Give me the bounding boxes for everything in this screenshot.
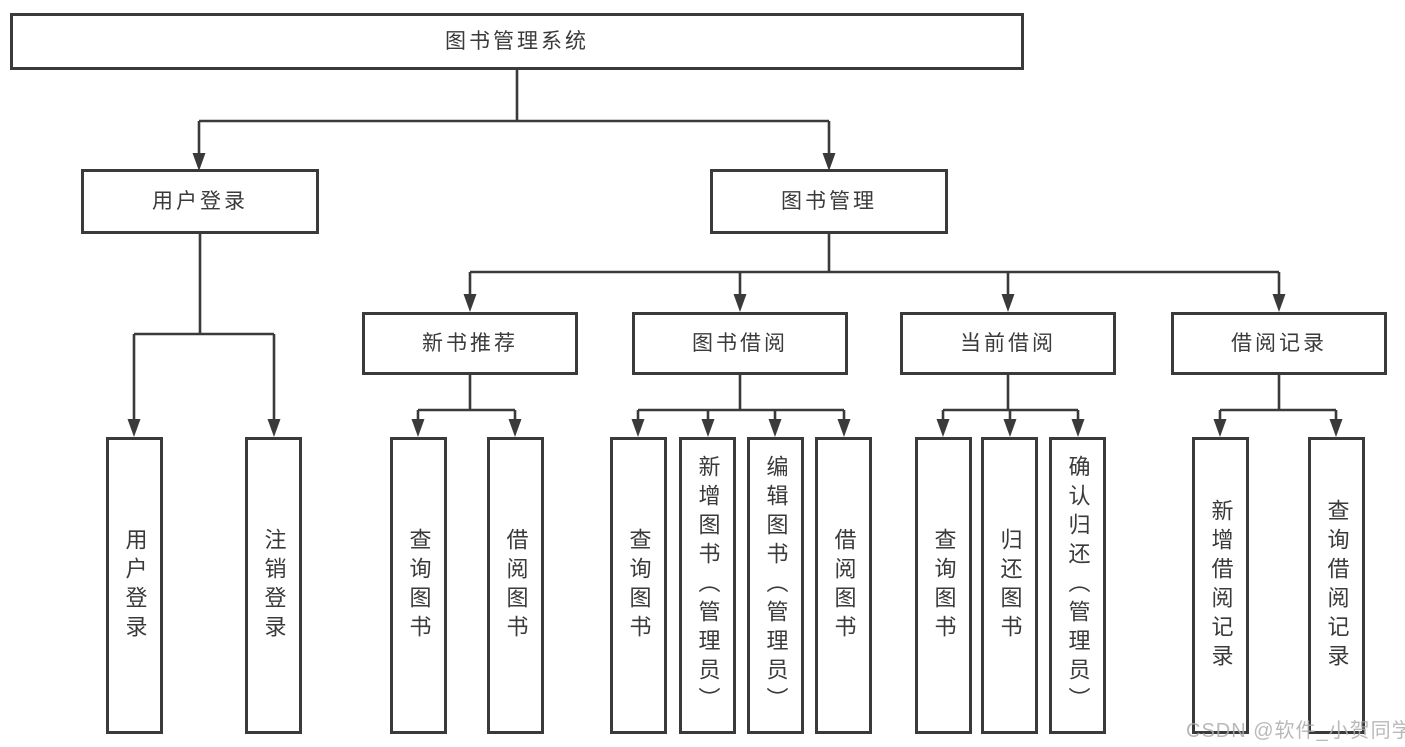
leaf-add-borrow-record: 新增借阅记录 xyxy=(1192,437,1249,734)
fork-current-borrow xyxy=(941,375,1080,420)
fork-book-borrow xyxy=(636,375,846,420)
leaf-add-book-admin: 新增图书（管理员） xyxy=(679,437,736,734)
fork-root xyxy=(197,70,831,154)
fork-new-book xyxy=(416,375,517,420)
arrow-down-icon xyxy=(1003,419,1017,437)
node-library-management-system: 图书管理系统 xyxy=(10,13,1024,70)
leaf-confirm-return-admin: 确认归还（管理员） xyxy=(1049,437,1106,734)
arrow-down-icon xyxy=(411,419,425,437)
arrow-down-icon xyxy=(1001,294,1015,312)
fork-borrow-records xyxy=(1218,375,1338,420)
leaf-query-books-current: 查询图书 xyxy=(915,437,972,734)
arrow-down-icon xyxy=(1213,419,1227,437)
arrow-down-icon xyxy=(701,419,715,437)
node-book-borrow: 图书借阅 xyxy=(632,312,848,375)
leaf-return-book: 归还图书 xyxy=(981,437,1038,734)
fork-user-login xyxy=(132,234,276,420)
arrow-down-icon xyxy=(837,419,851,437)
arrow-down-icon xyxy=(1071,419,1085,437)
arrow-down-icon xyxy=(936,419,950,437)
arrow-down-icon xyxy=(508,419,522,437)
arrow-down-icon xyxy=(267,419,281,437)
leaf-borrow-books-recommend: 借阅图书 xyxy=(487,437,544,734)
leaf-logout: 注销登录 xyxy=(245,437,302,734)
leaf-edit-book-admin: 编辑图书（管理员） xyxy=(747,437,804,734)
fork-book-management xyxy=(468,234,1281,295)
node-user-login: 用户登录 xyxy=(81,169,319,234)
arrow-down-icon xyxy=(127,419,141,437)
watermark: CSDN @软件_小贺同学 xyxy=(1186,720,1405,742)
arrow-down-icon xyxy=(733,294,747,312)
arrow-down-icon xyxy=(1329,419,1343,437)
node-book-management: 图书管理 xyxy=(710,169,948,234)
node-new-book-recommend: 新书推荐 xyxy=(362,312,578,375)
leaf-query-books-recommend: 查询图书 xyxy=(390,437,447,734)
leaf-query-books-borrow: 查询图书 xyxy=(610,437,667,734)
node-current-borrow: 当前借阅 xyxy=(900,312,1116,375)
leaf-borrow-books: 借阅图书 xyxy=(815,437,872,734)
leaf-query-borrow-record: 查询借阅记录 xyxy=(1308,437,1365,734)
arrow-down-icon xyxy=(631,419,645,437)
node-borrow-records: 借阅记录 xyxy=(1171,312,1387,375)
arrow-down-icon xyxy=(1272,294,1286,312)
leaf-user-login: 用户登录 xyxy=(106,437,163,734)
arrow-down-icon xyxy=(463,294,477,312)
arrow-down-icon xyxy=(768,419,782,437)
